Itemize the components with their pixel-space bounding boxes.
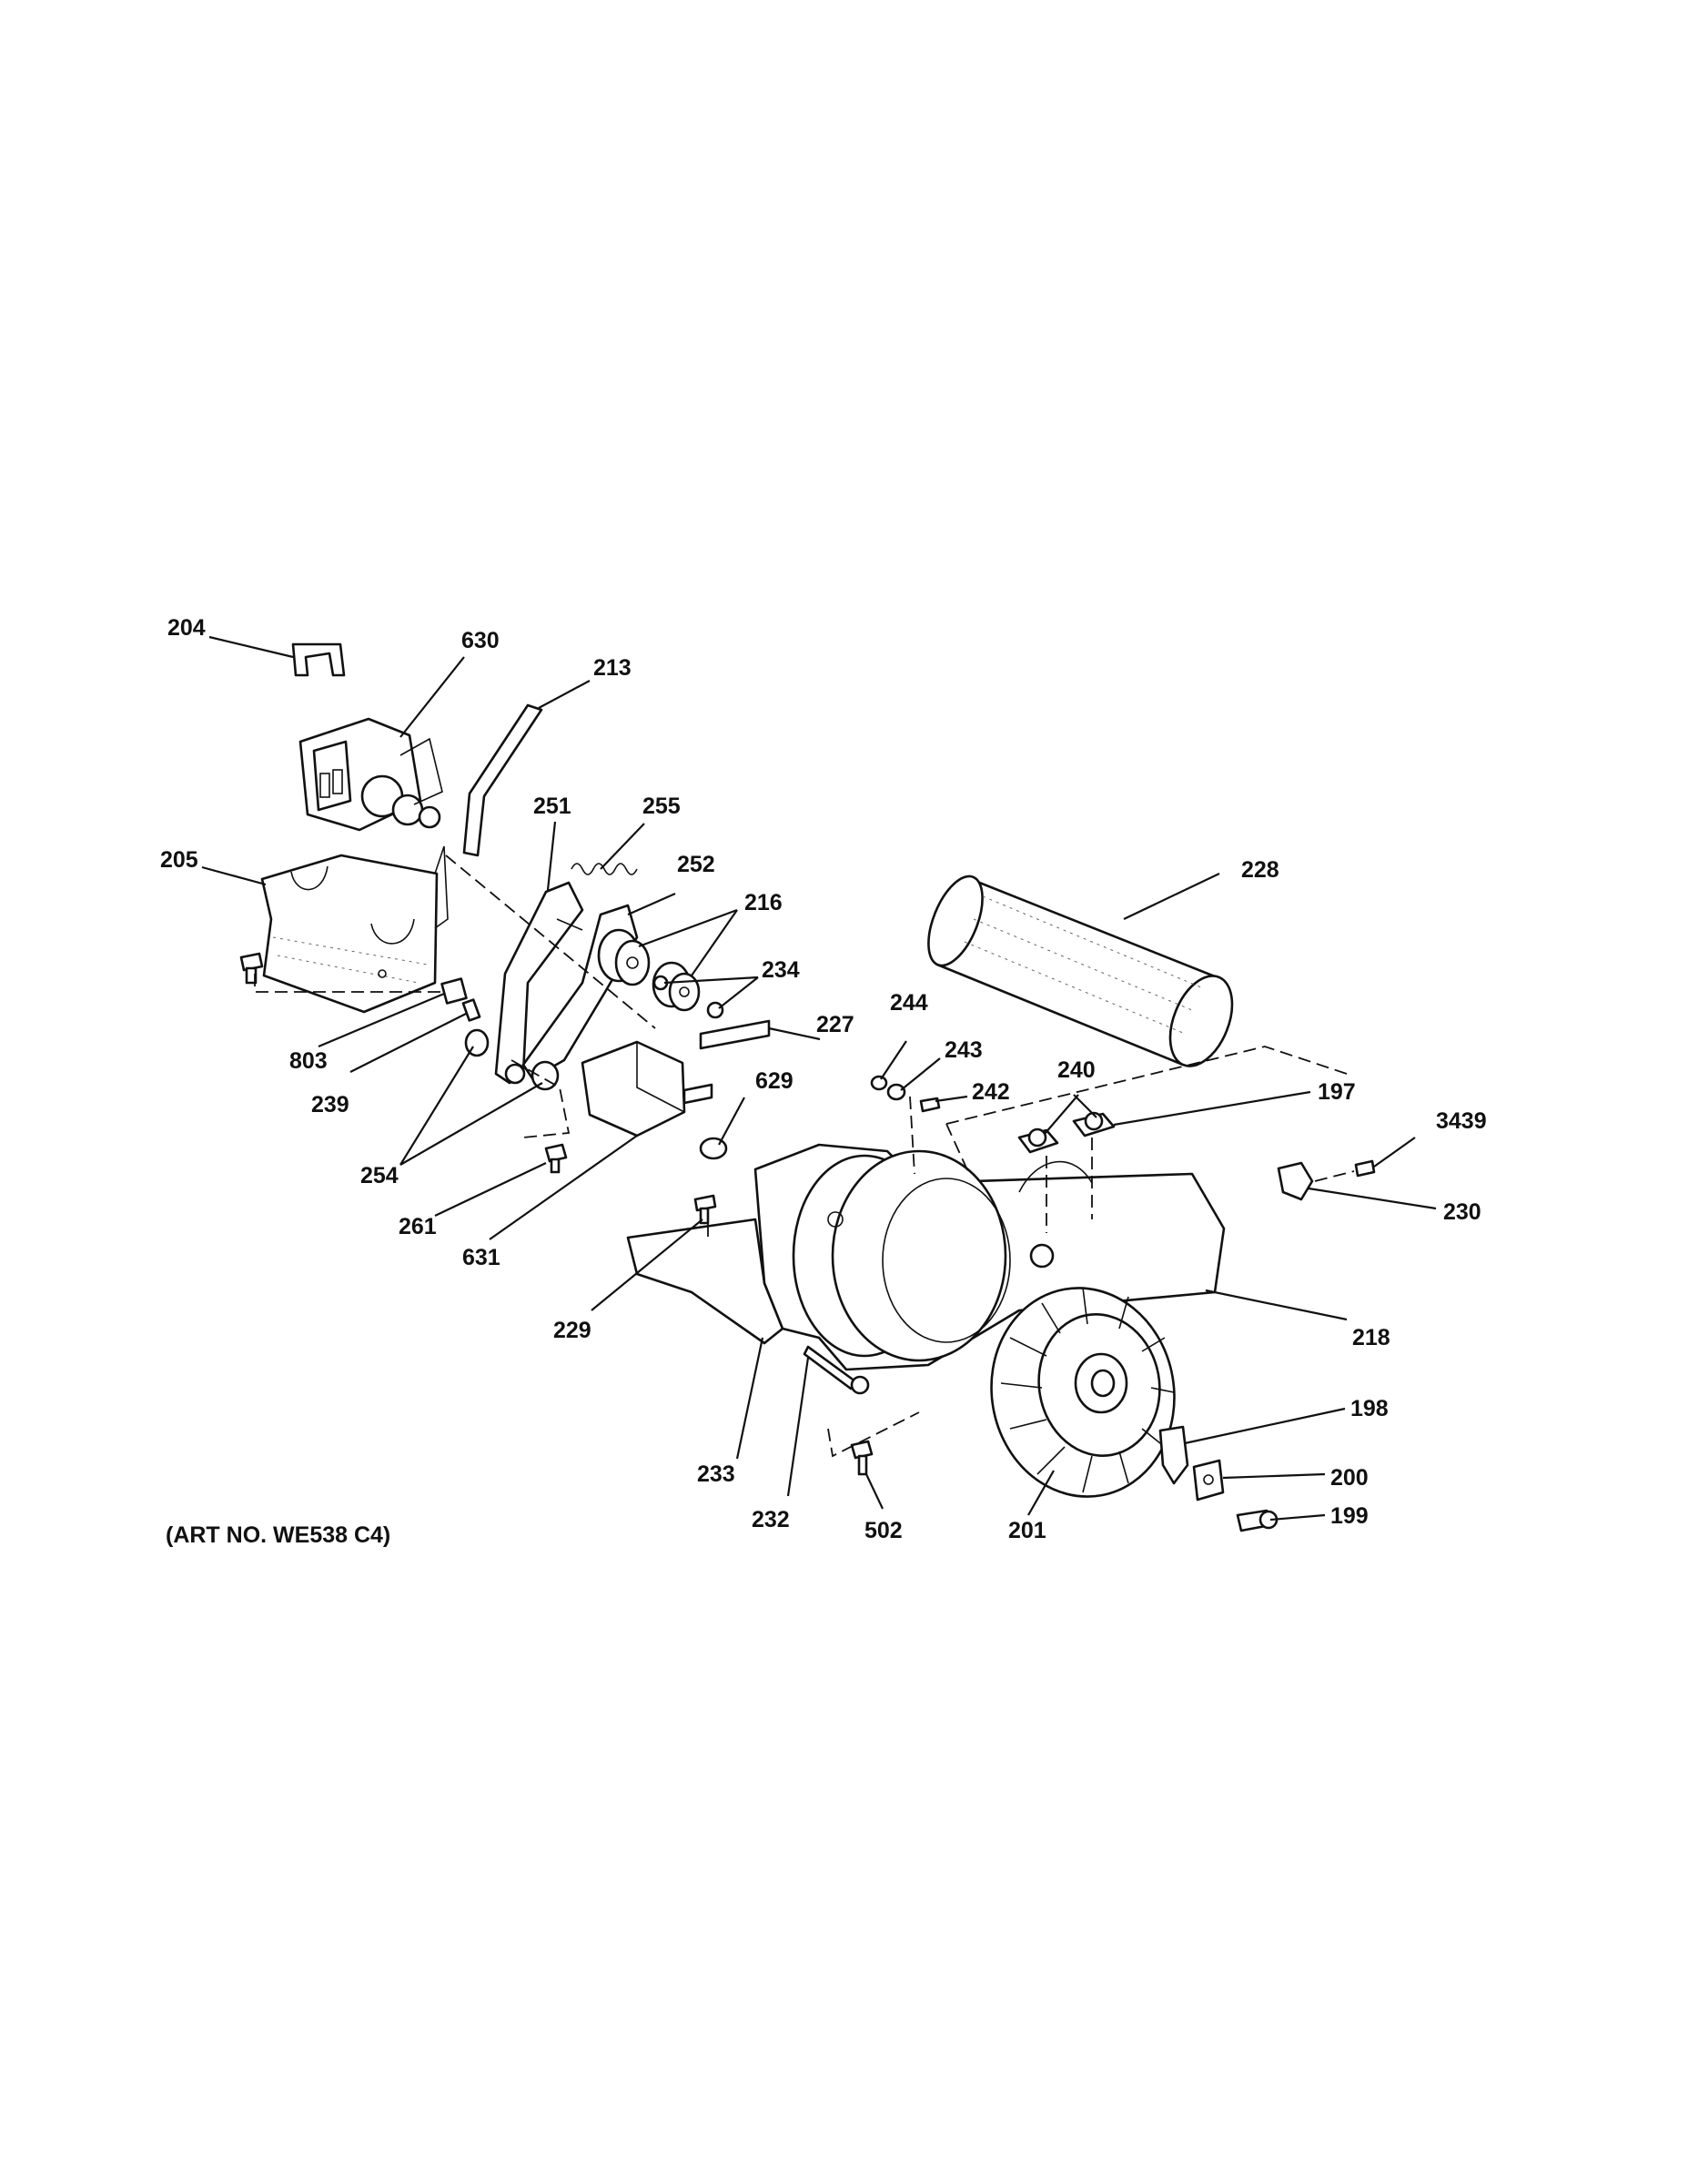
- part-218-blower-housing: [753, 1143, 1226, 1371]
- part-631-switch: [581, 1040, 713, 1138]
- callout-199: 199: [1330, 1503, 1369, 1529]
- part-screw-bracket: [239, 952, 264, 985]
- callout-227: 227: [816, 1012, 854, 1037]
- part-3439-screw: [1354, 1159, 1376, 1178]
- part-230-thermistor: [1277, 1161, 1314, 1201]
- callout-233: 233: [697, 1461, 735, 1487]
- part-200-nut-plate: [1192, 1459, 1225, 1502]
- alignment-lines: [254, 854, 1355, 1458]
- callout-205: 205: [160, 847, 198, 873]
- part-251-idler-arm: [494, 881, 584, 1085]
- part-228-duct: [927, 875, 1234, 1067]
- part-204-clip: [291, 642, 346, 677]
- callout-232: 232: [752, 1507, 790, 1532]
- callout-629: 629: [755, 1068, 793, 1094]
- callout-228: 228: [1241, 857, 1279, 883]
- callout-240: 240: [1057, 1057, 1096, 1083]
- callout-216: 216: [744, 890, 783, 915]
- callout-229: 229: [553, 1318, 591, 1343]
- part-216-pulley-a: [597, 928, 651, 986]
- callout-201: 201: [1008, 1518, 1046, 1543]
- callout-631: 631: [462, 1245, 500, 1270]
- part-198-clip: [1158, 1425, 1189, 1485]
- callout-244: 244: [890, 990, 928, 1016]
- part-213-belt-rod: [462, 703, 543, 857]
- callout-234: 234: [762, 957, 800, 983]
- part-232-bolt: [803, 1345, 870, 1395]
- callout-200: 200: [1330, 1465, 1369, 1491]
- part-240-thermostat-b: [1072, 1111, 1116, 1138]
- part-244-nut: [870, 1075, 888, 1091]
- part-255-spring: [571, 863, 638, 875]
- part-240-thermostat-a: [1017, 1127, 1059, 1154]
- part-261-screw: [544, 1143, 568, 1174]
- callout-502: 502: [864, 1518, 903, 1543]
- part-205-bracket: [260, 845, 449, 1014]
- callout-3439: 3439: [1436, 1108, 1487, 1134]
- callout-261: 261: [399, 1214, 437, 1239]
- callout-251: 251: [533, 794, 571, 819]
- callout-218: 218: [1352, 1325, 1390, 1350]
- part-243-washer: [886, 1083, 906, 1101]
- leader-lines: [201, 635, 1437, 1522]
- callout-204: 204: [167, 615, 206, 641]
- callout-230: 230: [1443, 1199, 1481, 1225]
- part-630-motor: [298, 717, 443, 832]
- callout-252: 252: [677, 852, 715, 877]
- callout-243: 243: [945, 1037, 983, 1063]
- callout-803: 803: [289, 1048, 328, 1074]
- callout-255: 255: [642, 794, 681, 819]
- part-201-blower-wheel: [990, 1287, 1176, 1498]
- part-239-screw: [461, 998, 481, 1022]
- part-234-retainer: [652, 975, 724, 1019]
- part-629-washer: [699, 1137, 728, 1160]
- part-803-switch: [440, 977, 468, 1005]
- part-233-base-plate: [626, 1218, 784, 1345]
- part-229-screw: [693, 1194, 717, 1225]
- callout-198: 198: [1350, 1396, 1389, 1421]
- art-number-label: (ART NO. WE538 C4): [166, 1522, 391, 1548]
- part-502-screw: [850, 1440, 874, 1476]
- callout-630: 630: [461, 628, 500, 653]
- callout-254: 254: [360, 1163, 399, 1188]
- callout-239: 239: [311, 1092, 349, 1117]
- callout-242: 242: [972, 1079, 1010, 1105]
- callout-197: 197: [1318, 1079, 1356, 1105]
- part-227-strip: [699, 1019, 771, 1050]
- part-199-screw: [1236, 1509, 1279, 1532]
- callout-213: 213: [593, 655, 632, 681]
- part-242-screw: [919, 1097, 941, 1113]
